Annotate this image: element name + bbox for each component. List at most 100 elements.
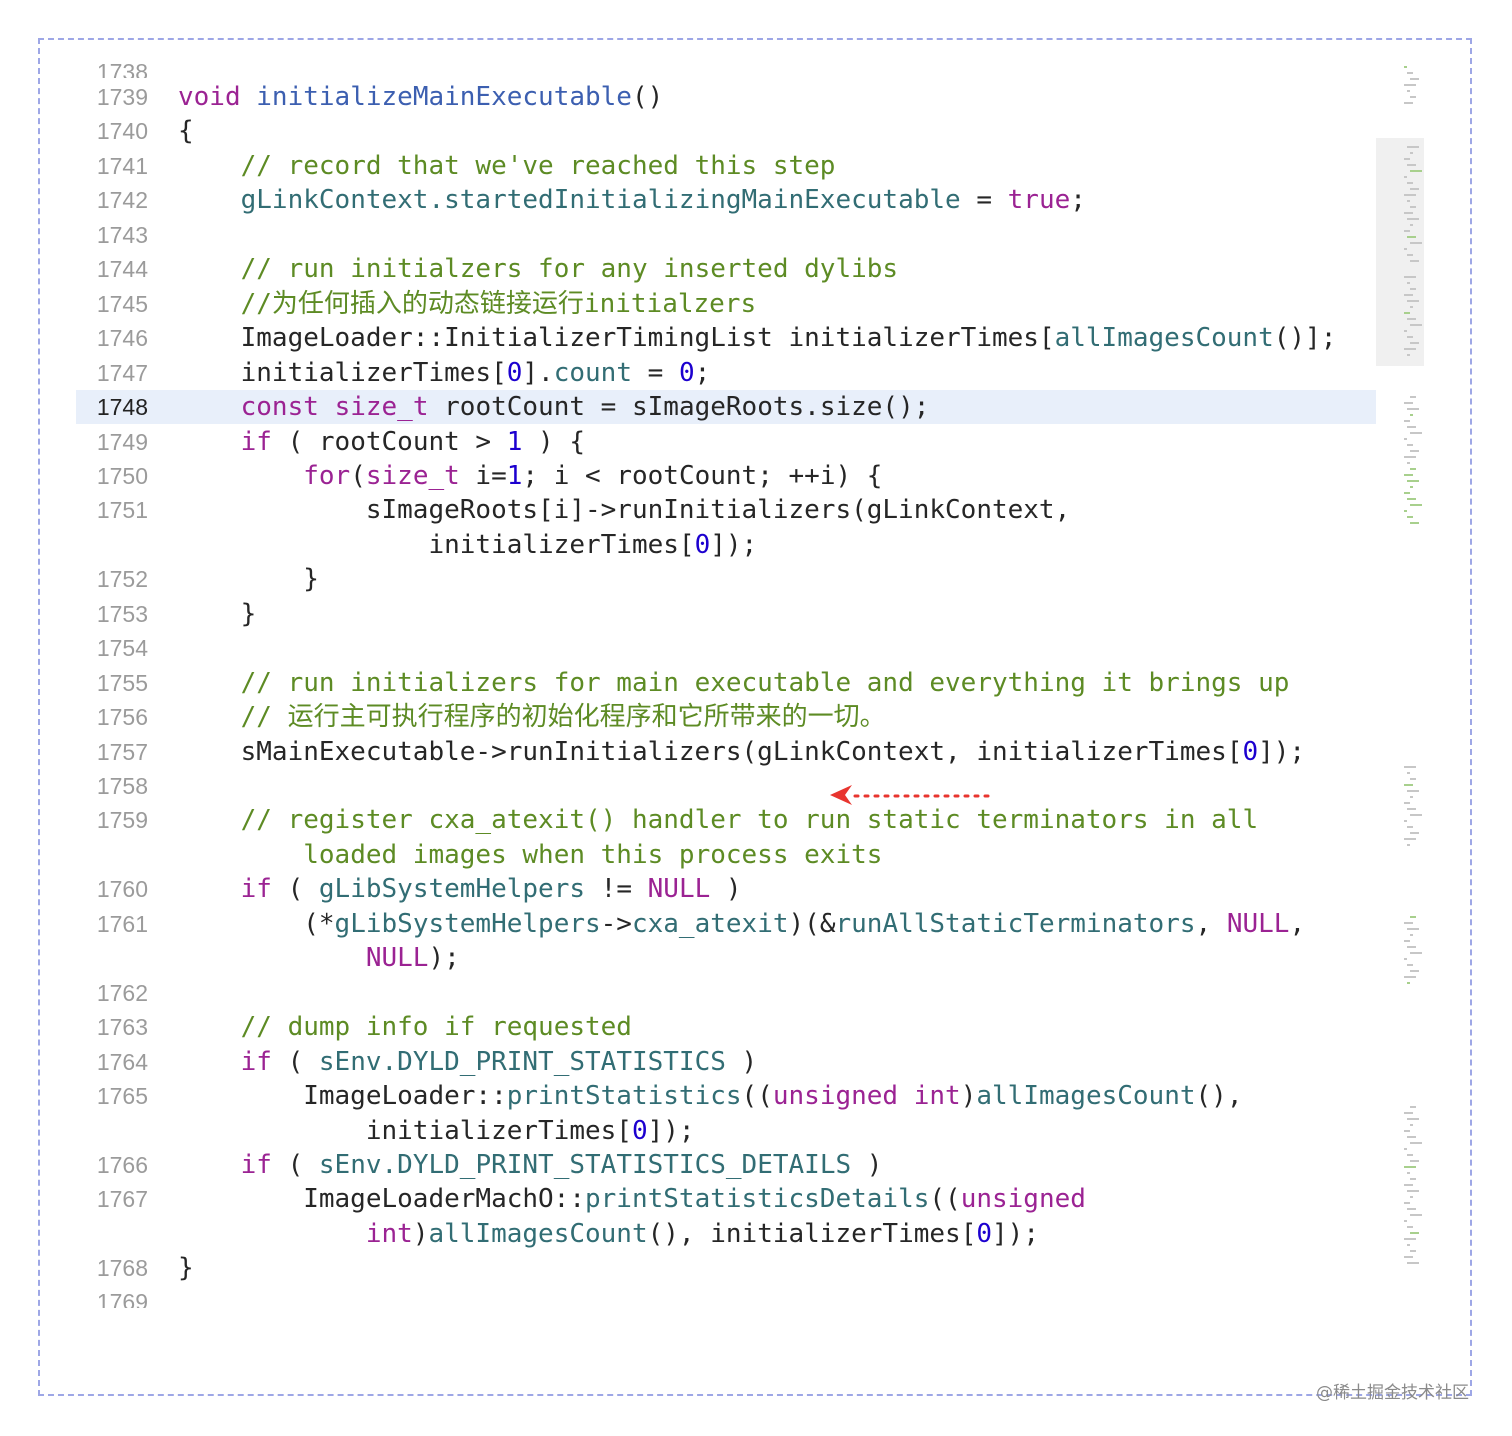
minimap-line [1407, 498, 1416, 500]
code-line[interactable]: 1762 [76, 976, 1376, 1010]
minimap-line [1404, 212, 1413, 214]
code-line-wrap: initializerTimes[0]); [178, 1114, 695, 1148]
code-line[interactable]: 1761 (*gLibSystemHelpers->cxa_atexit)(&r… [76, 907, 1376, 941]
code-token: 0 [976, 1218, 993, 1249]
code-line[interactable]: 1744 // run initialzers for any inserted… [76, 252, 1376, 286]
code-token [178, 668, 241, 698]
code-text: void initializeMainExecutable() [178, 80, 663, 114]
code-line[interactable]: 1757 sMainExecutable->runInitializers(gL… [76, 735, 1376, 769]
annotation-arrow-icon [830, 785, 990, 805]
minimap-line [1410, 1106, 1416, 1108]
minimap-viewport[interactable] [1376, 138, 1424, 366]
code-line[interactable]: 1758 [76, 769, 1376, 803]
code-token: ) [851, 1149, 883, 1180]
code-line[interactable]: 1740{ [76, 114, 1376, 148]
code-line[interactable]: 1764 if ( sEnv.DYLD_PRINT_STATISTICS ) [76, 1045, 1376, 1079]
code-line[interactable]: 1753 } [76, 597, 1376, 631]
code-line[interactable]: 1745 //为任何插入的动态链接运行initialzers [76, 287, 1376, 321]
code-token: // 运行主可执行程序的初始化程序和它所带来的一切。 [240, 702, 886, 733]
code-token: gLinkContext.startedInitializingMainExec… [240, 185, 961, 216]
minimap-line [1410, 1250, 1416, 1252]
code-line[interactable]: 1765 ImageLoader::printStatistics((unsig… [76, 1079, 1376, 1113]
minimap-line [1407, 282, 1410, 284]
minimap[interactable] [1376, 66, 1424, 1314]
code-line[interactable]: 1742 gLinkContext.startedInitializingMai… [76, 183, 1376, 217]
code-token: sMainExecutable->runInitializers(gLinkCo… [178, 736, 1243, 767]
code-line[interactable]: 1749 if ( rootCount > 1 ) { [76, 425, 1376, 459]
code-line[interactable]: 1755 // run initializers for main execut… [76, 666, 1376, 700]
code-line[interactable]: 1766 if ( sEnv.DYLD_PRINT_STATISTICS_DET… [76, 1148, 1376, 1182]
code-token: initializerTimes[ [178, 357, 507, 388]
code-token: const [240, 392, 319, 423]
code-line[interactable]: 1743 [76, 218, 1376, 252]
line-number: 1754 [96, 635, 148, 662]
code-line[interactable]: 1754 [76, 631, 1376, 665]
minimap-line [1404, 1184, 1413, 1186]
code-line[interactable]: 1768} [76, 1251, 1376, 1285]
minimap-line [1410, 224, 1413, 226]
code-token: () [631, 82, 664, 112]
code-token [178, 805, 241, 835]
code-line[interactable]: 1767 ImageLoaderMachO::printStatisticsDe… [76, 1182, 1376, 1216]
line-number: 1740 [96, 118, 148, 145]
code-text: gLinkContext.startedInitializingMainExec… [178, 183, 1086, 217]
minimap-line [1404, 1112, 1413, 1114]
code-line[interactable]: 1751 sImageRoots[i]->runInitializers(gLi… [76, 493, 1376, 527]
code-token: NULL [647, 874, 711, 905]
code-text: sMainExecutable->runInitializers(gLinkCo… [178, 735, 1305, 769]
minimap-line [1410, 504, 1422, 506]
code-line[interactable]: 1752 } [76, 562, 1376, 596]
code-token [241, 82, 257, 112]
code-token: if [240, 1046, 272, 1077]
code-token: ) [725, 1046, 758, 1077]
minimap-line [1404, 1130, 1410, 1132]
code-token: ( [271, 1149, 319, 1180]
line-number: 1747 [96, 359, 148, 386]
dashed-frame [38, 38, 1472, 1396]
code-token: if [240, 426, 272, 457]
line-number: 1760 [96, 876, 148, 903]
code-token: count [553, 357, 632, 388]
code-token [178, 392, 241, 422]
minimap-line [1404, 958, 1407, 960]
code-text: // run initializers for main executable … [178, 666, 1290, 700]
minimap-line [1410, 450, 1419, 452]
code-line[interactable]: 1750 for(size_t i=1; i < rootCount; ++i)… [76, 459, 1376, 493]
code-line-current[interactable]: 1748 const size_t rootCount = sImageRoot… [76, 390, 1376, 425]
code-line[interactable]: 1759 // register cxa_atexit() handler to… [76, 803, 1376, 837]
code-token: (), initializerTimes[ [647, 1218, 977, 1249]
code-token: ]); [992, 1218, 1039, 1249]
minimap-line [1410, 952, 1422, 954]
minimap-line [1404, 1256, 1413, 1258]
line-number: 1755 [96, 669, 148, 696]
minimap-line [1407, 1136, 1416, 1138]
code-token: if [240, 874, 272, 905]
minimap-line [1404, 312, 1410, 314]
minimap-line [1407, 90, 1410, 92]
code-line[interactable]: 1741 // record that we've reached this s… [76, 149, 1376, 183]
code-line[interactable]: 1756 // 运行主可执行程序的初始化程序和它所带来的一切。 [76, 700, 1376, 734]
code-token: cxa_atexit [631, 908, 789, 939]
code-line[interactable]: 1746 ImageLoader::InitializerTimingList … [76, 321, 1376, 355]
minimap-line [1410, 152, 1413, 154]
code-token: initializerTimes[ [178, 529, 695, 560]
line-number: 1746 [96, 325, 148, 352]
minimap-line [1410, 522, 1419, 524]
minimap-line [1407, 946, 1416, 948]
minimap-line [1410, 242, 1422, 244]
minimap-line [1407, 928, 1419, 930]
code-line[interactable]: 1763 // dump info if requested [76, 1010, 1376, 1044]
code-token: } [178, 598, 257, 629]
minimap-line [1410, 934, 1413, 936]
minimap-line [1410, 306, 1413, 308]
minimap-line [1407, 1226, 1413, 1228]
code-line[interactable]: 1747 initializerTimes[0].count = 0; [76, 356, 1376, 390]
minimap-line [1407, 254, 1413, 256]
minimap-line [1404, 838, 1416, 840]
code-line[interactable]: 1760 if ( gLibSystemHelpers != NULL ) [76, 872, 1376, 906]
minimap-line [1404, 474, 1413, 476]
code-text: } [178, 1251, 194, 1285]
code-token: // run initialzers for any inserted dyli… [240, 254, 899, 285]
